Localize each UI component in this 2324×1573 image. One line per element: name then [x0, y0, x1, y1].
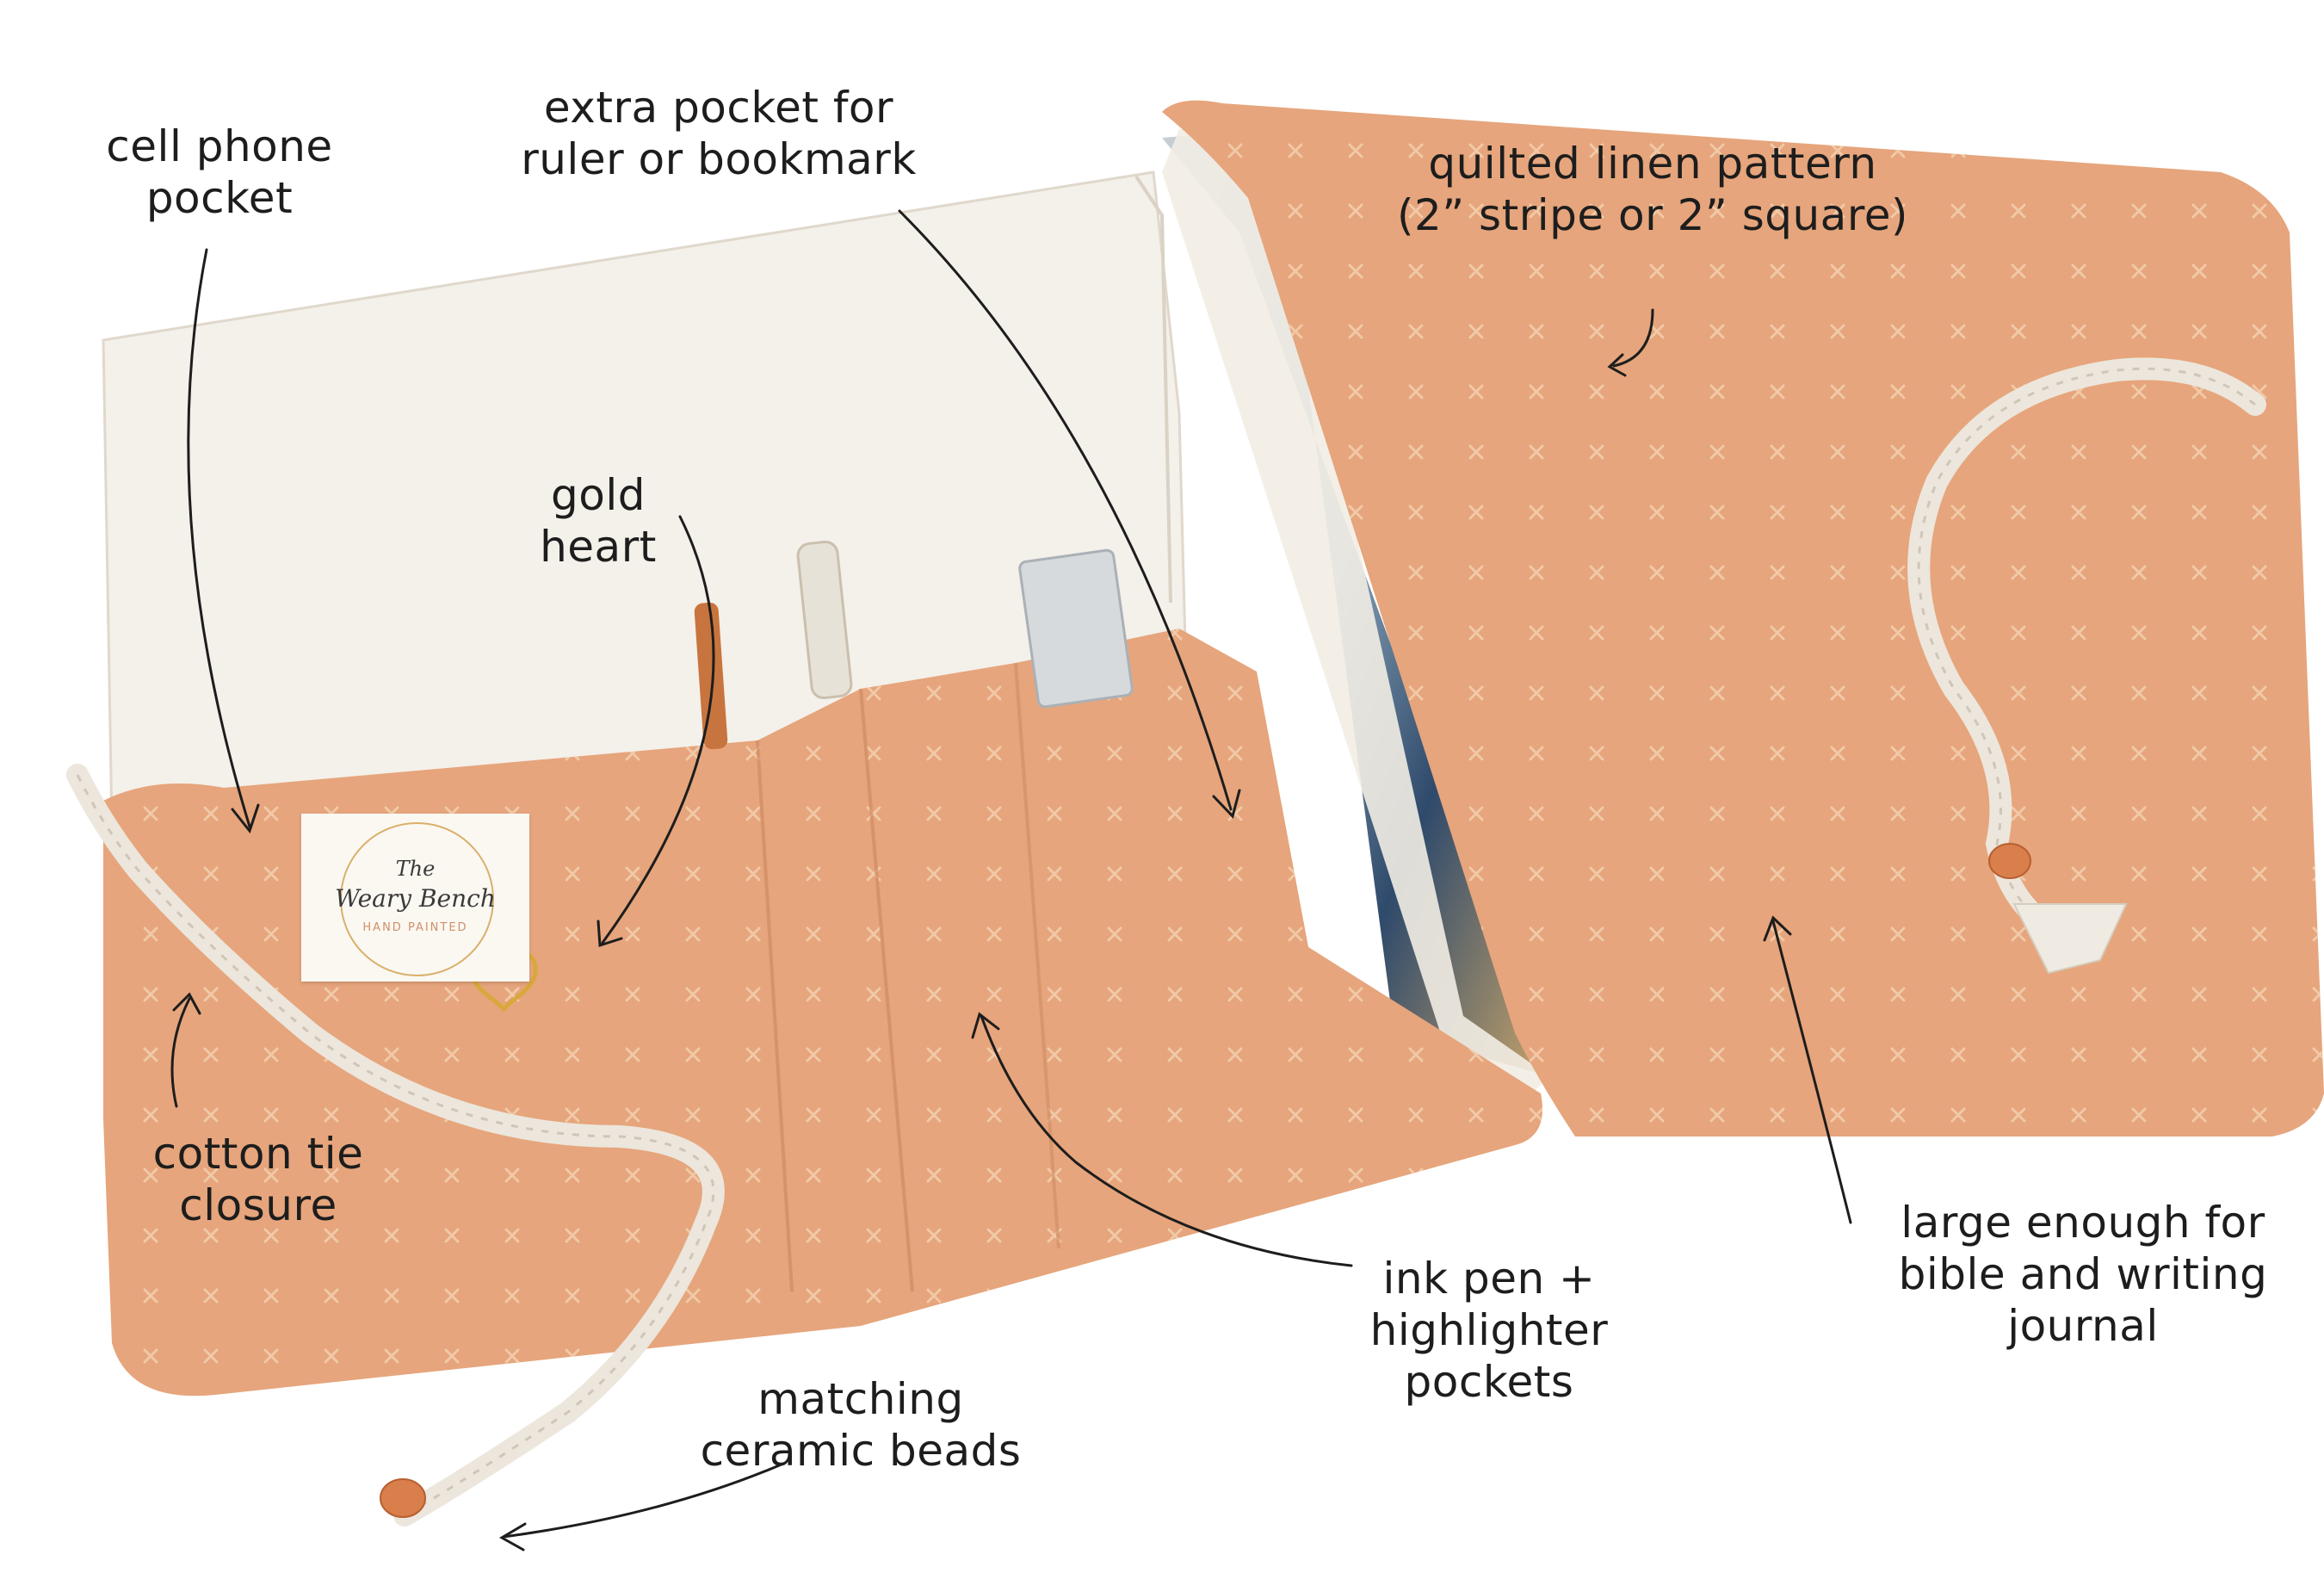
annotation-line: pocket — [145, 173, 294, 223]
pocket-stitch-3 — [1014, 662, 1060, 1249]
annotation-line: quilted linen pattern — [1428, 139, 1877, 189]
arrow-cell-phone — [187, 248, 251, 828]
annotation-line: gold — [551, 470, 646, 520]
arrow-cotton-tie — [170, 997, 191, 1108]
annotation-line: closure — [179, 1180, 337, 1230]
ceramic-bead-left — [380, 1478, 426, 1518]
arrow-extra-pocket — [898, 209, 1233, 811]
annotation-line: cotton tie — [152, 1129, 364, 1179]
annotation-extra-pocket: extra pocket for ruler or bookmark — [516, 82, 921, 185]
annotation-line: (2” stripe or 2” square) — [1396, 190, 1909, 240]
annotation-line: cell phone — [106, 121, 333, 171]
arrow-large-enough — [1771, 920, 1852, 1224]
annotation-line: ceramic beads — [700, 1426, 1022, 1476]
annotation-line: large enough for — [1901, 1198, 2265, 1248]
brand-label-tag: The Weary Bench HAND PAINTED — [301, 814, 529, 982]
annotation-ink-pen: ink pen + highlighter pockets — [1360, 1253, 1618, 1408]
annotation-line: ruler or bookmark — [521, 134, 917, 184]
annotation-arrows — [170, 209, 1852, 1551]
annotation-line: extra pocket for — [543, 83, 894, 133]
ruler-bookmark — [1018, 548, 1134, 709]
brand-label-logo — [340, 822, 494, 976]
annotation-gold-heart: gold heart — [516, 469, 680, 573]
annotation-line: highlighter — [1369, 1305, 1609, 1355]
pen — [694, 602, 728, 750]
annotation-line: ink pen + — [1382, 1254, 1596, 1304]
arrow-quilted — [1612, 308, 1654, 368]
annotation-line: bible and writing — [1898, 1249, 2268, 1299]
brand-label-the: The — [395, 857, 436, 881]
pocket-stitch-2 — [859, 688, 914, 1292]
inner-lining — [102, 170, 1190, 828]
lining-fold — [1134, 175, 1172, 604]
pocket-stitch-1 — [756, 740, 794, 1292]
brand-label-name: Weary Bench — [335, 884, 496, 913]
arrow-ink-pen — [980, 1014, 1353, 1267]
highlighter — [796, 540, 853, 700]
tassel — [2012, 903, 2128, 975]
annotation-quilted-pattern: quilted linen pattern (2” stripe or 2” s… — [1369, 138, 1937, 241]
arrow-gold-heart — [601, 515, 715, 944]
annotation-line: journal — [2007, 1301, 2159, 1351]
ceramic-bead-right — [1988, 843, 2031, 879]
brand-label-subtitle: HAND PAINTED — [362, 921, 468, 934]
annotation-line: heart — [540, 522, 657, 572]
arrow-beads — [502, 1462, 785, 1539]
book-spine — [1162, 125, 1549, 1093]
annotation-line: matching — [757, 1374, 964, 1424]
annotation-cotton-tie: cotton tie closure — [138, 1128, 379, 1231]
annotation-ceramic-beads: matching ceramic beads — [689, 1373, 1033, 1477]
annotation-cell-phone-pocket: cell phone pocket — [90, 121, 349, 224]
annotation-line: pockets — [1404, 1357, 1574, 1407]
annotation-large-enough: large enough for bible and writing journ… — [1885, 1197, 2281, 1352]
